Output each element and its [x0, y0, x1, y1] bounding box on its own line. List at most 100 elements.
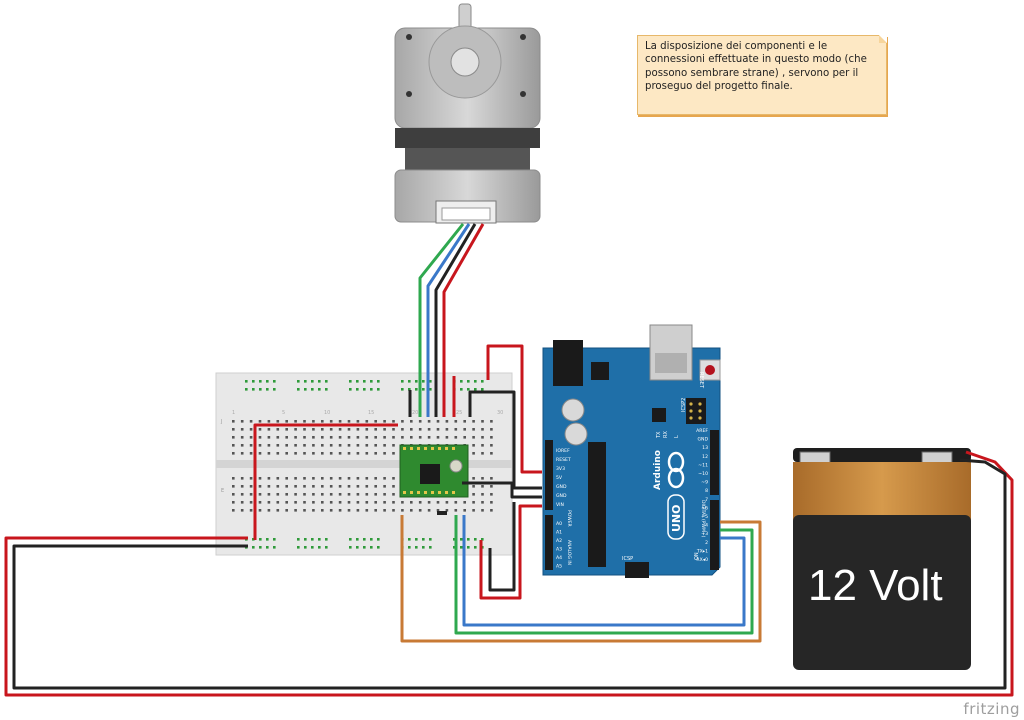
breadboard-hole — [312, 420, 315, 423]
breadboard-hole — [267, 485, 271, 488]
breadboard-hole — [481, 444, 484, 447]
arduino-digital-label: DIGITAL (PWM~) — [700, 500, 706, 538]
breadboard-hole — [321, 452, 324, 455]
breadboard-hole — [240, 444, 244, 447]
breadboard-hole — [276, 493, 280, 496]
breadboard-hole — [454, 501, 458, 504]
wire-green-signal — [454, 515, 754, 635]
breadboard-hole — [252, 388, 255, 391]
breadboard-hole — [365, 436, 369, 439]
breadboard-hole — [304, 388, 307, 391]
arduino-pin-label: 3V3 — [556, 466, 565, 472]
breadboard-hole — [383, 444, 386, 447]
breadboard-hole — [472, 501, 475, 504]
breadboard-hole — [294, 428, 297, 431]
breadboard-hole — [303, 501, 306, 504]
breadboard-hole — [267, 428, 271, 431]
breadboard-hole — [490, 509, 493, 512]
breadboard-hole — [338, 420, 342, 423]
breadboard-hole — [347, 501, 351, 504]
breadboard-hole — [356, 428, 360, 431]
breadboard-hole — [422, 388, 425, 391]
breadboard-hole — [232, 509, 235, 512]
breadboard-hole — [356, 436, 360, 439]
breadboard-hole — [410, 501, 413, 504]
breadboard-hole — [427, 428, 431, 431]
breadboard-hole — [460, 380, 463, 383]
breadboard-hole — [303, 436, 306, 439]
breadboard-hole — [490, 436, 493, 439]
breadboard-hole — [258, 477, 262, 480]
breadboard-hole — [481, 436, 484, 439]
breadboard-hole — [338, 509, 342, 512]
breadboard-hole — [318, 380, 321, 383]
breadboard-hole — [312, 444, 315, 447]
bb-row-letter: J — [220, 419, 222, 425]
breadboard-hole — [377, 538, 380, 541]
breadboard-hole — [392, 509, 395, 512]
breadboard-hole — [303, 509, 306, 512]
breadboard-hole — [472, 420, 475, 423]
breadboard-hole — [490, 420, 493, 423]
breadboard-hole — [294, 501, 297, 504]
breadboard-hole — [460, 388, 463, 391]
breadboard-hole — [240, 509, 244, 512]
breadboard-hole — [356, 501, 360, 504]
arduino-icsp-label: ICSP — [622, 556, 633, 562]
breadboard-hole — [259, 538, 262, 541]
breadboard-hole — [258, 428, 262, 431]
breadboard-hole — [338, 485, 342, 488]
breadboard-hole — [415, 538, 418, 541]
breadboard-hole — [383, 485, 386, 488]
breadboard-hole — [325, 538, 328, 541]
breadboard-hole — [312, 493, 315, 496]
breadboard-hole — [454, 509, 458, 512]
breadboard-hole — [321, 509, 324, 512]
arduino-pin-label: 2 — [705, 540, 708, 546]
breadboard-hole — [267, 509, 271, 512]
breadboard-hole — [422, 538, 425, 541]
wire-red-top-loop — [486, 344, 542, 474]
arduino-pin-label: TX▸1 — [696, 548, 708, 554]
breadboard-hole — [374, 509, 377, 512]
breadboard-hole — [285, 477, 288, 480]
breadboard-hole — [329, 428, 333, 431]
breadboard-hole — [276, 509, 280, 512]
breadboard-hole — [252, 380, 255, 383]
breadboard-hole — [294, 493, 297, 496]
breadboard-hole — [408, 546, 411, 549]
wire-blue-motor — [426, 223, 471, 417]
breadboard-hole — [392, 428, 395, 431]
breadboard-hole — [370, 388, 373, 391]
breadboard-hole — [267, 493, 271, 496]
breadboard-hole — [252, 546, 255, 549]
breadboard-hole — [232, 501, 235, 504]
breadboard-hole — [232, 477, 235, 480]
arduino-pin-label: 8 — [705, 488, 708, 494]
breadboard-hole — [472, 509, 475, 512]
wire-red-battery — [4, 450, 1014, 697]
breadboard-hole — [490, 493, 493, 496]
breadboard-hole — [383, 477, 386, 480]
breadboard-hole — [401, 380, 404, 383]
breadboard-hole — [370, 380, 373, 383]
breadboard-hole — [401, 509, 404, 512]
arduino-pin-label: GND — [556, 484, 567, 490]
wire-red-crossbar — [253, 423, 398, 540]
breadboard-hole — [472, 493, 475, 496]
breadboard-hole — [392, 501, 395, 504]
breadboard-hole — [329, 444, 333, 447]
breadboard-hole — [347, 420, 351, 423]
breadboard-hole — [365, 444, 369, 447]
breadboard-hole — [467, 538, 470, 541]
breadboard-hole — [266, 538, 269, 541]
breadboard-hole — [481, 485, 484, 488]
breadboard-hole — [374, 428, 377, 431]
breadboard-hole — [294, 444, 297, 447]
breadboard-hole — [392, 493, 395, 496]
arduino-pin-label: RX◂0 — [696, 557, 708, 563]
breadboard-hole — [356, 420, 360, 423]
breadboard-hole — [481, 477, 484, 480]
breadboard-hole — [338, 444, 342, 447]
arduino-l-label: L — [674, 435, 680, 438]
